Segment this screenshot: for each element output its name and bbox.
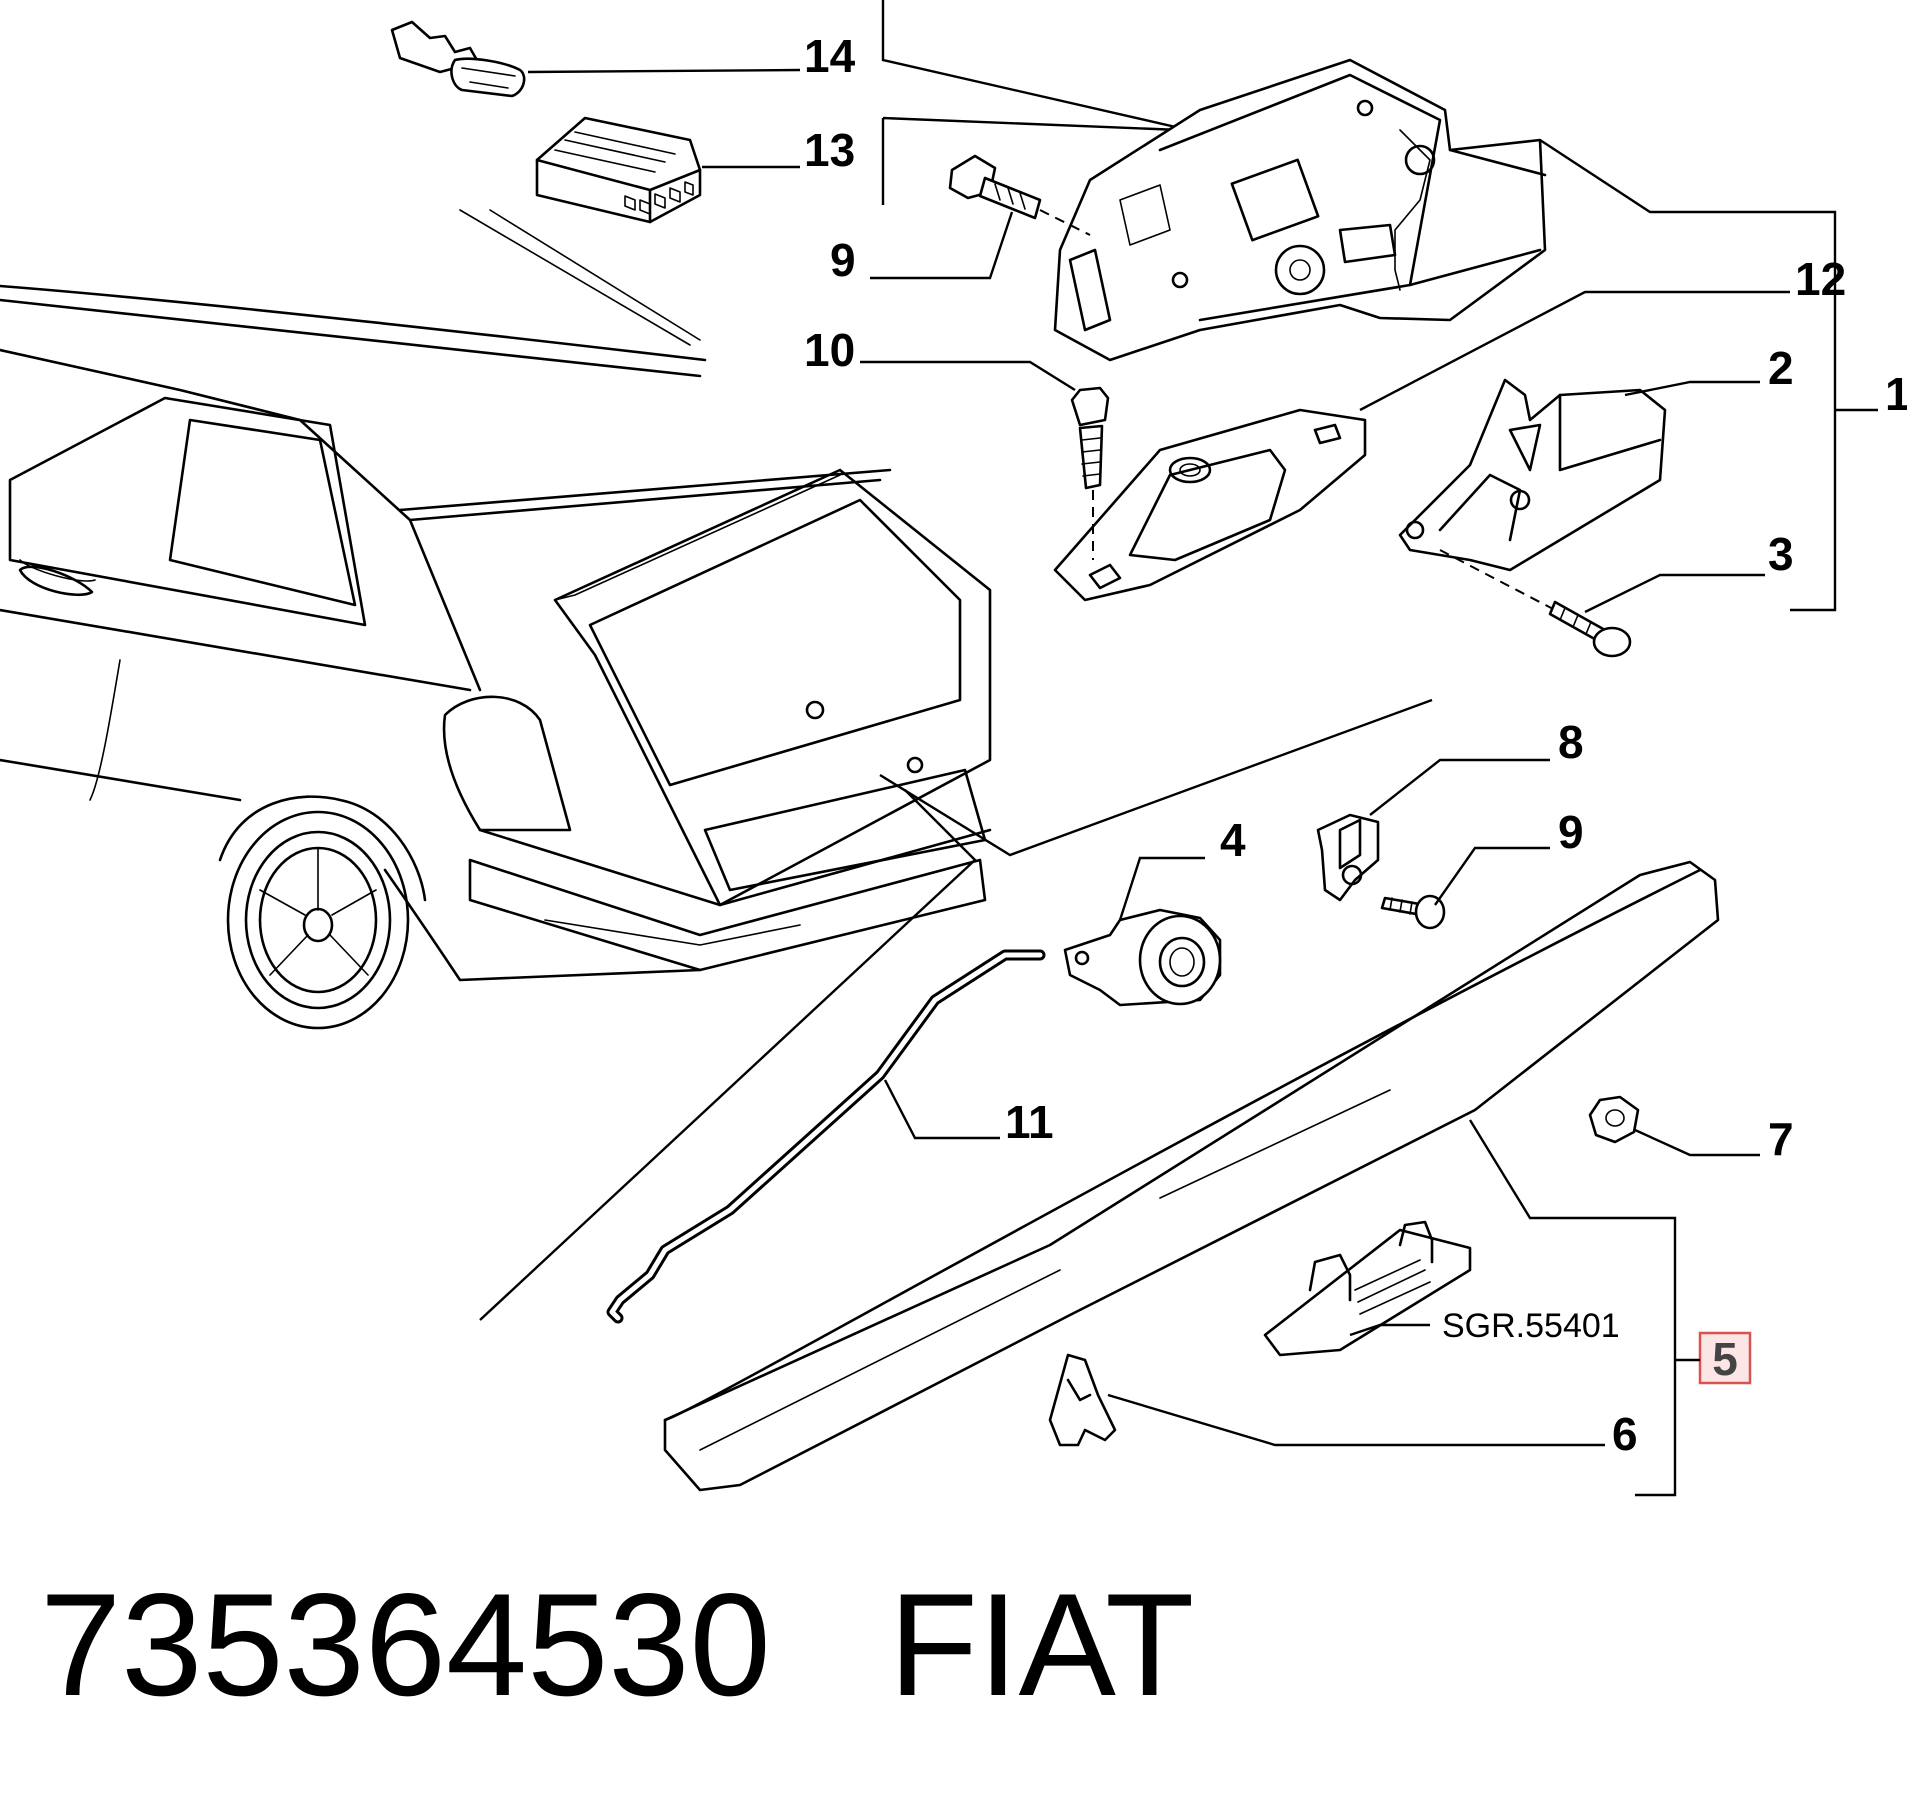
callout-14: 14 bbox=[804, 30, 856, 82]
part-9-screw-lower bbox=[1380, 846, 1550, 930]
callout-2: 2 bbox=[1768, 342, 1794, 394]
part-5-trim-handle bbox=[663, 860, 1720, 1497]
callout-9-upper: 9 bbox=[830, 234, 856, 286]
brand-name: FIAT bbox=[888, 1563, 1195, 1726]
car-illustration bbox=[0, 209, 1433, 1321]
callout-12: 12 bbox=[1795, 253, 1846, 305]
sgr-reference-part bbox=[1263, 1220, 1472, 1357]
callout-4: 4 bbox=[1220, 814, 1246, 866]
callout-6: 6 bbox=[1612, 1408, 1638, 1460]
part-11-rod bbox=[606, 949, 1046, 1324]
rear-wheel bbox=[218, 795, 427, 1030]
callout-1: 1 bbox=[1885, 368, 1907, 420]
part-9-bolt-upper bbox=[870, 154, 1091, 280]
part-12-plate bbox=[1053, 290, 1790, 602]
part-10-screw bbox=[860, 360, 1110, 560]
callout-8: 8 bbox=[1558, 716, 1584, 768]
part-3-screw bbox=[1439, 549, 1765, 658]
bracket-14-13 bbox=[881, 0, 1181, 205]
callout-5-highlight: 5 bbox=[1698, 1331, 1752, 1385]
callout-13: 13 bbox=[804, 124, 855, 176]
part-7-nut bbox=[1588, 1095, 1760, 1157]
part-8-clip bbox=[1316, 758, 1550, 902]
part-2-striker bbox=[1398, 378, 1760, 572]
part-4-lock-cylinder bbox=[1063, 856, 1222, 1007]
part-number: 735364530 bbox=[40, 1563, 771, 1726]
lock-assembly bbox=[1053, 58, 1547, 362]
callout-7: 7 bbox=[1768, 1113, 1794, 1165]
reference-note: SGR.55401 bbox=[1442, 1307, 1620, 1345]
callout-9-lower: 9 bbox=[1558, 806, 1584, 858]
callout-5: 5 bbox=[1712, 1333, 1738, 1385]
leader-12 bbox=[1539, 138, 1837, 612]
callout-11: 11 bbox=[1005, 1096, 1054, 1148]
part-14-terminal bbox=[390, 20, 801, 98]
part-13-connector bbox=[535, 116, 800, 224]
callout-10: 10 bbox=[804, 324, 855, 376]
callout-3: 3 bbox=[1768, 528, 1794, 580]
part-6-clip bbox=[1048, 1353, 1605, 1447]
